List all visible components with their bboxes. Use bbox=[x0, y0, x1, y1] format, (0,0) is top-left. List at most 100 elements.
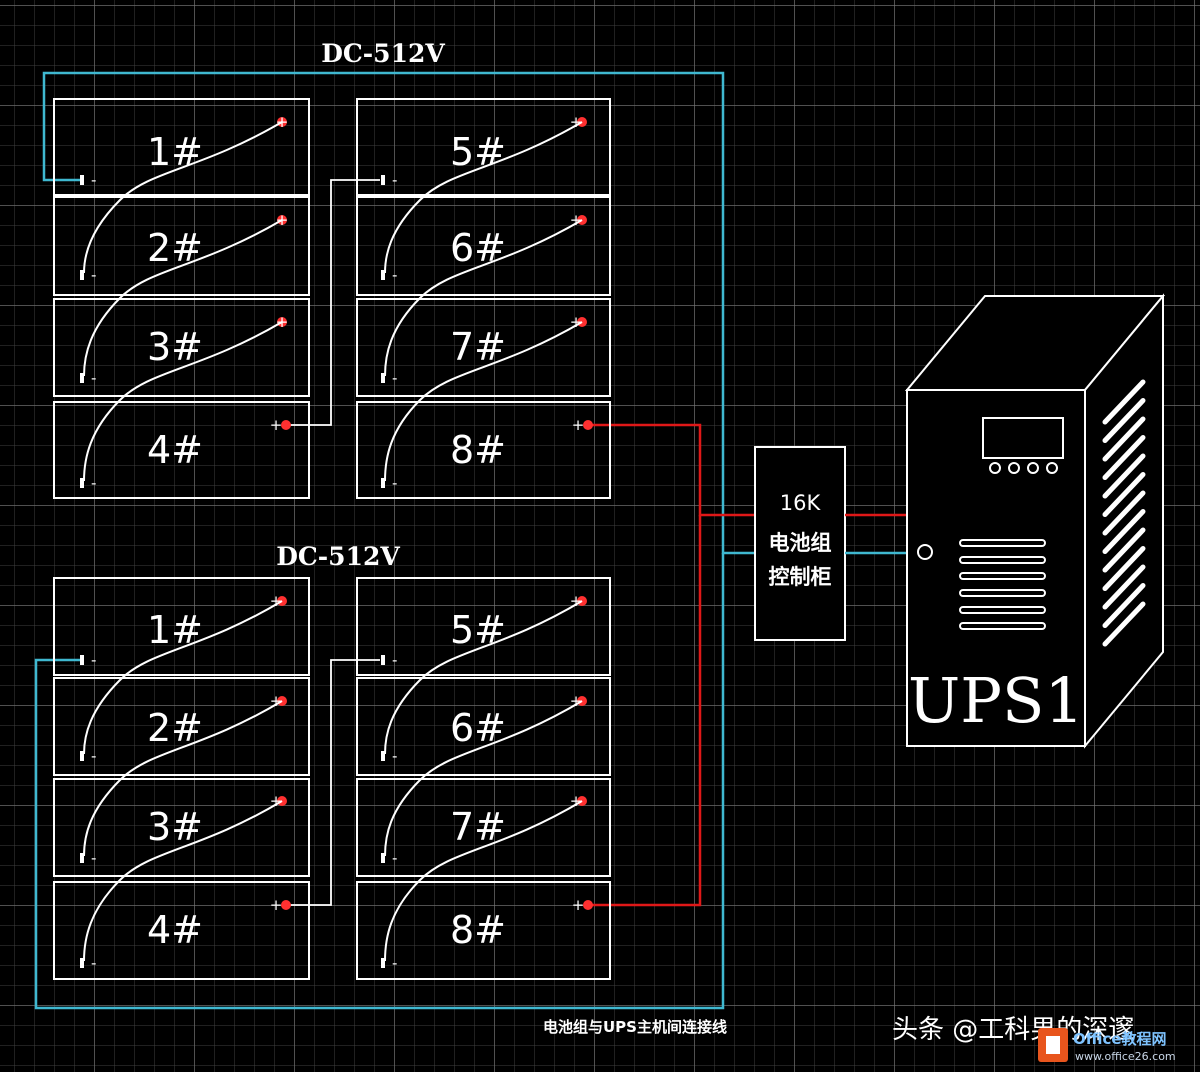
group-voltage-label: DC-512V bbox=[321, 39, 445, 68]
series-wire bbox=[83, 700, 283, 857]
battery-outline bbox=[356, 401, 611, 499]
side-vent-slot bbox=[1102, 546, 1146, 591]
battery-cell: 7# + - bbox=[356, 298, 611, 397]
negative-terminal-label: - bbox=[91, 651, 96, 669]
battery-number: 3# bbox=[147, 325, 203, 369]
side-vent-slot bbox=[1102, 490, 1146, 536]
battery-outline bbox=[356, 881, 611, 980]
ups-button bbox=[1027, 462, 1039, 474]
negative-terminal-icon bbox=[381, 175, 385, 185]
negative-terminal-label: - bbox=[392, 849, 397, 867]
series-wire bbox=[83, 800, 283, 962]
positive-terminal-label: + bbox=[270, 416, 283, 434]
battery-cell: 2# + - bbox=[53, 196, 310, 296]
battery-group-2: DC-512V 1# + - 2# + - 3# + bbox=[34, 515, 725, 1010]
side-vent-slot bbox=[1102, 379, 1146, 425]
negative-terminal-icon bbox=[381, 373, 385, 383]
watermark-logo-url: www.office26.com bbox=[1075, 1050, 1176, 1063]
negative-terminal-icon bbox=[381, 655, 385, 665]
positive-bus-wire bbox=[590, 515, 702, 907]
positive-terminal-icon bbox=[281, 900, 291, 910]
negative-terminal-icon bbox=[80, 175, 84, 185]
side-vent-slot bbox=[1102, 472, 1146, 517]
battery-outline bbox=[53, 577, 310, 676]
negative-terminal-label: - bbox=[392, 474, 397, 492]
battery-number: 1# bbox=[147, 130, 203, 174]
battery-number: 5# bbox=[450, 130, 506, 174]
group-voltage-label: DC-512V bbox=[276, 542, 400, 571]
negative-terminal-icon bbox=[381, 270, 385, 280]
negative-terminal-label: - bbox=[392, 651, 397, 669]
negative-terminal-label: - bbox=[91, 954, 96, 972]
series-wire bbox=[384, 800, 583, 962]
controller-label-line3: 控制柜 bbox=[769, 565, 832, 589]
battery-outline bbox=[53, 196, 310, 296]
negative-bus-wire bbox=[42, 71, 755, 555]
watermark-logo-text: Office教程网 bbox=[1073, 1030, 1167, 1048]
negative-terminal-icon bbox=[381, 853, 385, 863]
ups-display-screen bbox=[982, 417, 1064, 459]
side-vent-slot bbox=[1102, 564, 1146, 610]
battery-number: 5# bbox=[450, 608, 506, 652]
battery-cell: 2# + - bbox=[53, 677, 310, 776]
negative-terminal-label: - bbox=[91, 369, 96, 387]
positive-terminal-label: + bbox=[572, 896, 585, 914]
negative-terminal-icon bbox=[80, 853, 84, 863]
negative-terminal-icon bbox=[80, 958, 84, 968]
battery-outline bbox=[356, 577, 611, 676]
battery-cell: 3# + - bbox=[53, 778, 310, 877]
battery-outline bbox=[356, 677, 611, 776]
battery-group-1: DC-512V 1# + - 2# + - 3# + bbox=[42, 39, 755, 555]
negative-terminal-label: - bbox=[392, 369, 397, 387]
negative-terminal-icon bbox=[80, 655, 84, 665]
negative-terminal-icon bbox=[80, 270, 84, 280]
series-wire bbox=[83, 121, 283, 274]
negative-terminal-icon bbox=[80, 751, 84, 761]
side-vent-slot bbox=[1102, 601, 1146, 647]
battery-outline bbox=[53, 401, 310, 499]
positive-terminal-icon bbox=[583, 420, 593, 430]
battery-number: 6# bbox=[450, 706, 506, 750]
ups-front-face bbox=[906, 389, 1086, 747]
negative-terminal-icon bbox=[80, 478, 84, 488]
battery-number: 8# bbox=[450, 908, 506, 952]
negative-bus-wire bbox=[34, 553, 725, 1010]
negative-terminal-label: - bbox=[91, 171, 96, 189]
watermark-source: 头条 @工科男的深邃 bbox=[892, 1015, 1134, 1045]
series-wire bbox=[384, 321, 583, 482]
negative-terminal-label: - bbox=[392, 171, 397, 189]
battery-cell: 1# + - bbox=[53, 98, 310, 196]
negative-terminal-icon bbox=[381, 478, 385, 488]
watermark: 头条 @工科男的深邃 Office教程网 www.office26.com bbox=[892, 1015, 1176, 1063]
battery-cell: 5# + - bbox=[356, 577, 611, 676]
battery-outline bbox=[356, 778, 611, 877]
battery-number: 1# bbox=[147, 608, 203, 652]
battery-controller-cabinet: 16K 电池组 控制柜 bbox=[754, 446, 908, 641]
series-wire bbox=[384, 600, 583, 755]
series-link-wire bbox=[290, 659, 380, 906]
battery-number: 8# bbox=[450, 428, 506, 472]
side-vent-slot bbox=[1102, 509, 1146, 554]
battery-outline bbox=[53, 677, 310, 776]
battery-number: 2# bbox=[147, 226, 203, 270]
battery-outline bbox=[53, 881, 310, 980]
battery-cell: 6# + - bbox=[356, 196, 611, 296]
positive-terminal-icon bbox=[583, 900, 593, 910]
side-vent-slot bbox=[1102, 416, 1146, 462]
negative-terminal-icon bbox=[381, 958, 385, 968]
diagram-caption: 电池组与UPS主机间连接线 bbox=[543, 1018, 727, 1036]
series-wire bbox=[83, 219, 283, 377]
negative-terminal-label: - bbox=[392, 266, 397, 284]
ups-button bbox=[1008, 462, 1020, 474]
controller-capacity: 16K bbox=[780, 491, 822, 515]
positive-bus-wire bbox=[590, 423, 755, 517]
negative-terminal-label: - bbox=[91, 849, 96, 867]
negative-terminal-label: - bbox=[91, 266, 96, 284]
battery-number: 4# bbox=[147, 908, 203, 952]
battery-cell: 4# + - bbox=[53, 881, 310, 980]
ups-button bbox=[989, 462, 1001, 474]
battery-cell: 4# + - bbox=[53, 401, 310, 499]
series-link-wire bbox=[290, 179, 380, 426]
controller-outline bbox=[754, 446, 846, 641]
